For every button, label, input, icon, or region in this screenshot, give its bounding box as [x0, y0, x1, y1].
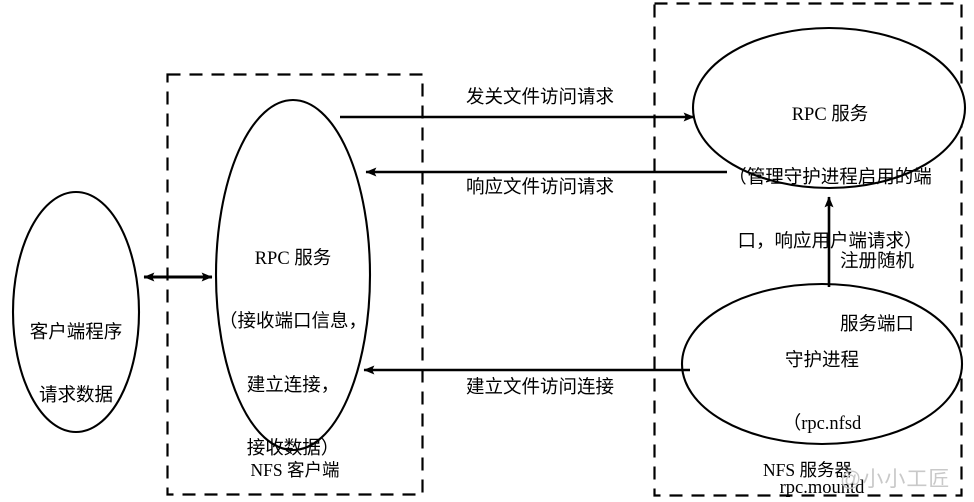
client-rpc-line-4: 接收数据） — [246, 438, 340, 459]
client-rpc-line-2: （接收端口信息， — [218, 312, 367, 333]
client-rpc-line-3: 建立连接， — [246, 375, 340, 396]
server-daemon-line-2: （rpc.nfsd — [782, 414, 862, 435]
client-rpc-line-1: RPC 服务 — [254, 249, 332, 270]
server-daemon-line-3: rpc.mountd — [779, 477, 865, 498]
client-program-line-2: 请求数据 — [38, 386, 113, 407]
client-rpc-label: RPC 服务 （接收端口信息， 建立连接， 接收数据） — [203, 207, 383, 502]
server-daemon-line-1: 守护进程 — [784, 351, 859, 372]
register-port-line-1: 注册随机 — [840, 252, 915, 273]
server-rpc-line-2: （管理守护进程启用的端 — [728, 168, 932, 189]
client-program-line-1: 客户端程序 — [29, 323, 123, 344]
client-program-label: 客户端程序 请求数据 — [6, 281, 146, 450]
server-rpc-label: RPC 服务 （管理守护进程启用的端 口，响应用户端请求） — [699, 63, 961, 295]
arrow-label-response-request: 响应文件访问请求 — [465, 178, 614, 198]
arrow-label-register-port: 注册随机 服务端口 — [840, 210, 950, 379]
server-container-label: NFS 服务器 — [763, 460, 852, 480]
server-daemon-label: 守护进程 （rpc.nfsd rpc.mountd ……） — [702, 309, 942, 502]
client-container-label: NFS 客户端 — [250, 460, 340, 480]
watermark-text: @小小工匠 — [840, 468, 951, 491]
server-rpc-line-1: RPC 服务 — [791, 105, 869, 126]
register-port-line-2: 服务端口 — [840, 315, 915, 336]
arrow-label-send-request: 发关文件访问请求 — [465, 88, 614, 108]
arrow-label-establish-connection: 建立文件访问连接 — [465, 378, 614, 398]
server-rpc-line-3: 口，响应用户端请求） — [737, 231, 923, 252]
